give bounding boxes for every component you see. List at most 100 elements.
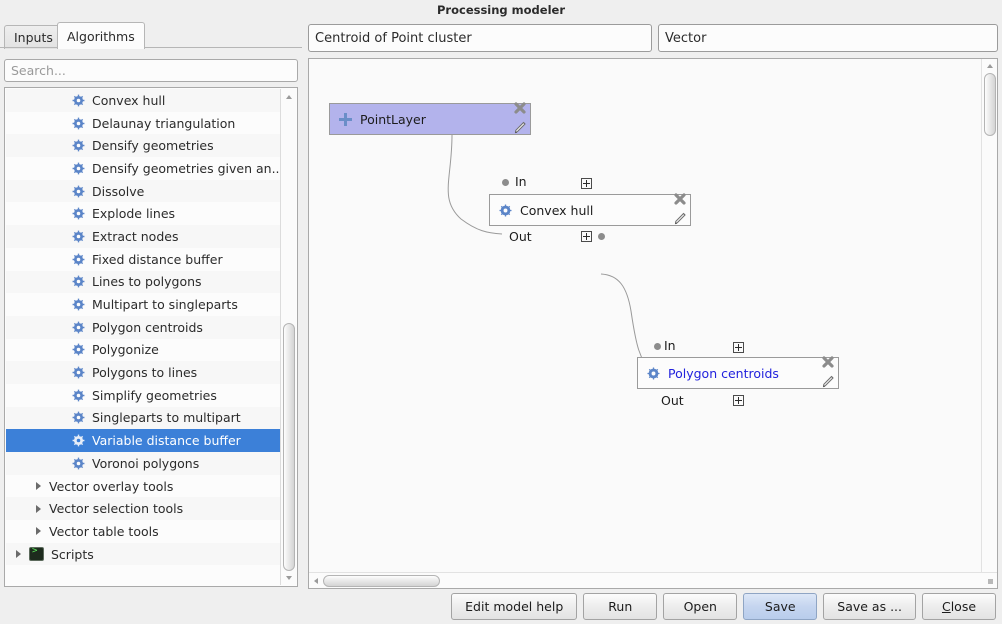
delete-node-icon[interactable]	[673, 193, 687, 207]
scroll-up-arrow-icon[interactable]	[982, 59, 997, 72]
tree-item-label: Lines to polygons	[92, 274, 202, 290]
polygoncentroids-out-expand-icon[interactable]	[733, 395, 744, 406]
tree-item-label: Explode lines	[92, 206, 176, 222]
tree-item-algorithm[interactable]: Voronoi polygons	[6, 452, 282, 475]
model-node-pointlayer-label: PointLayer	[360, 111, 426, 127]
scripts-terminal-icon	[29, 546, 44, 562]
gear-icon	[647, 366, 660, 380]
tree-item-algorithm[interactable]: Densify geometries given an...	[6, 157, 282, 180]
scroll-up-arrow-icon[interactable]	[281, 89, 297, 103]
scroll-down-arrow-icon[interactable]	[281, 571, 297, 585]
tree-item-algorithm[interactable]: Multipart to singleparts	[6, 293, 282, 316]
scrollbar-thumb[interactable]	[323, 575, 440, 587]
tree-item-label: Polygonize	[92, 342, 159, 358]
gear-icon	[72, 457, 85, 470]
gear-icon	[72, 162, 85, 175]
tree-item-label: Vector table tools	[49, 523, 159, 539]
tree-item-label: Voronoi polygons	[92, 455, 200, 471]
gear-icon	[72, 117, 85, 130]
algorithm-tree-vertical-scrollbar[interactable]	[280, 89, 296, 585]
gear-icon	[72, 434, 85, 447]
edit-node-icon[interactable]	[513, 120, 528, 135]
edit-node-icon[interactable]	[821, 374, 836, 389]
tree-item-algorithm[interactable]: Dissolve	[6, 179, 282, 203]
model-canvas[interactable]: PointLayer	[308, 58, 998, 589]
tree-item-label: Scripts	[51, 546, 94, 562]
scroll-left-arrow-icon[interactable]	[309, 573, 322, 588]
chevron-right-icon[interactable]	[36, 527, 41, 536]
gear-icon	[72, 321, 85, 334]
tree-item-algorithm[interactable]: Convex hull	[6, 89, 282, 112]
tree-item-provider[interactable]: Scripts	[6, 542, 282, 566]
convexhull-in-expand-icon[interactable]	[581, 178, 592, 189]
open-button[interactable]: Open	[663, 592, 738, 620]
delete-node-icon[interactable]	[513, 102, 527, 116]
tree-item-label: Densify geometries given an...	[92, 160, 282, 176]
gear-icon	[72, 343, 85, 356]
window-titlebar: Processing modeler	[0, 0, 1002, 19]
tree-item-algorithm[interactable]: Delaunay triangulation	[6, 111, 282, 135]
polygoncentroids-in-port-dot[interactable]	[654, 343, 661, 350]
tree-item-group[interactable]: Vector selection tools	[6, 497, 282, 521]
canvas-horizontal-scrollbar[interactable]	[309, 572, 997, 588]
run-button[interactable]: Run	[583, 592, 658, 620]
edit-node-icon[interactable]	[673, 211, 688, 226]
tree-item-algorithm[interactable]: Lines to polygons	[6, 270, 282, 294]
tab-algorithms[interactable]: Algorithms	[57, 22, 145, 49]
close-button[interactable]: Close	[922, 592, 996, 620]
chevron-right-icon[interactable]	[36, 482, 41, 491]
save-button[interactable]: Save	[743, 592, 818, 620]
tree-item-label: Convex hull	[92, 92, 166, 108]
convexhull-in-port-dot[interactable]	[502, 179, 509, 186]
scrollbar-thumb[interactable]	[283, 323, 295, 571]
delete-node-icon[interactable]	[821, 356, 835, 370]
convexhull-out-port-label: Out	[509, 229, 532, 244]
tree-item-label: Polygons to lines	[92, 365, 198, 381]
tree-item-algorithm[interactable]: Extract nodes	[6, 225, 282, 248]
polygoncentroids-in-expand-icon[interactable]	[733, 342, 744, 353]
tree-item-algorithm[interactable]: Simplify geometries	[6, 383, 282, 407]
model-node-polygon-centroids[interactable]: Polygon centroids	[637, 356, 839, 389]
chevron-right-icon[interactable]	[16, 550, 21, 559]
tree-item-group[interactable]: Vector overlay tools	[6, 474, 282, 498]
gear-icon	[72, 139, 85, 152]
tree-item-algorithm[interactable]: Variable distance buffer	[6, 429, 282, 452]
search-input[interactable]	[4, 59, 298, 82]
convexhull-out-expand-icon[interactable]	[581, 231, 592, 242]
gear-icon	[72, 207, 85, 220]
model-canvas-viewport[interactable]: PointLayer	[309, 59, 981, 572]
tree-item-group[interactable]: Vector table tools	[6, 520, 282, 543]
tree-item-algorithm[interactable]: Polygon centroids	[6, 315, 282, 339]
tree-item-label: Variable distance buffer	[92, 433, 241, 449]
resize-grip-icon[interactable]	[982, 573, 996, 587]
gear-icon	[72, 275, 85, 288]
edit-model-help-button[interactable]: Edit model help	[451, 592, 578, 620]
tree-item-label: Fixed distance buffer	[92, 251, 223, 267]
tree-item-algorithm[interactable]: Singleparts to multipart	[6, 406, 282, 430]
tree-item-label: Vector selection tools	[49, 501, 184, 517]
model-node-convex-hull[interactable]: Convex hull	[489, 193, 691, 226]
scrollbar-thumb[interactable]	[984, 73, 996, 136]
tab-inputs[interactable]: Inputs	[4, 25, 63, 49]
tree-item-label: Dissolve	[92, 183, 145, 199]
tree-item-algorithm[interactable]: Explode lines	[6, 202, 282, 226]
search-box	[4, 59, 298, 82]
save-as-button[interactable]: Save as ...	[823, 592, 916, 620]
canvas-vertical-scrollbar[interactable]	[981, 59, 997, 572]
model-node-pointlayer[interactable]: PointLayer	[329, 102, 531, 135]
model-group-input[interactable]	[658, 24, 998, 52]
model-name-input[interactable]	[308, 24, 652, 52]
chevron-right-icon[interactable]	[36, 504, 41, 513]
connection-wires	[447, 134, 655, 378]
tree-item-algorithm[interactable]: Fixed distance buffer	[6, 247, 282, 271]
tree-item-algorithm[interactable]: Polygonize	[6, 338, 282, 362]
gear-icon	[72, 253, 85, 266]
convexhull-out-port-dot[interactable]	[598, 233, 605, 240]
tree-item-algorithm[interactable]: Densify geometries	[6, 134, 282, 158]
tree-item-algorithm[interactable]: Polygons to lines	[6, 361, 282, 384]
gear-icon	[72, 366, 85, 379]
tab-inputs-label: Inputs	[14, 30, 53, 45]
